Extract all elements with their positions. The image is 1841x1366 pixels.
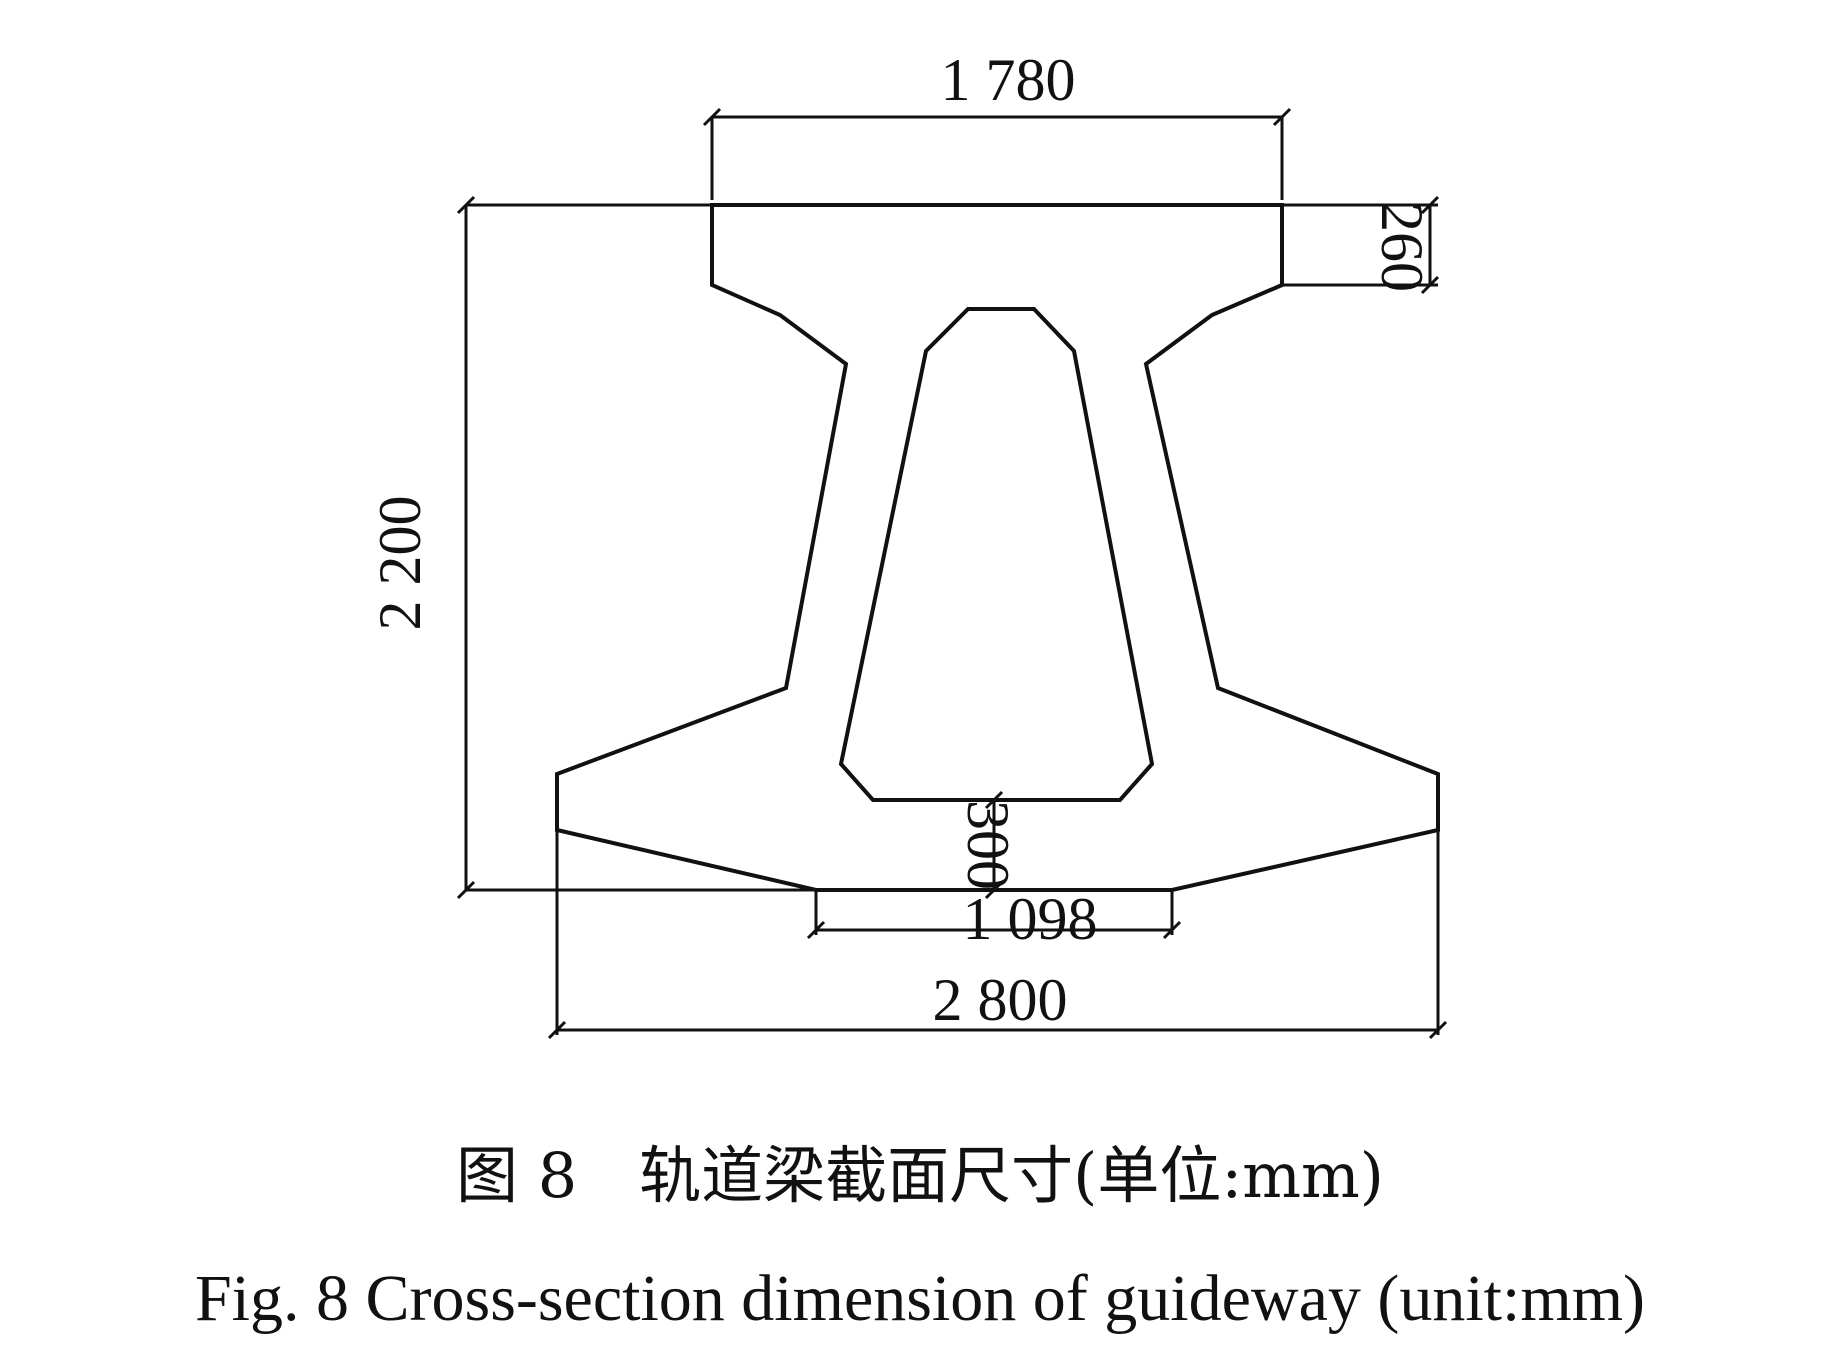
section-inner-void-outline — [838, 307, 1155, 802]
caption-chinese: 图 8 轨道梁截面尺寸(单位:mm) — [456, 1139, 1384, 1212]
total-height-dimension: 2 200 — [367, 195, 816, 900]
bottom-slab-thickness-dimension: 300 — [955, 790, 1021, 900]
bottom-width-dimension: 1 098 — [806, 886, 1182, 952]
top-flange-thickness-dimension: 260 — [1282, 195, 1440, 295]
top-flange-thickness-label: 260 — [1369, 202, 1435, 292]
bottom-flange-width-dimension: 2 800 — [547, 774, 1448, 1040]
total-height-label: 2 200 — [367, 496, 433, 631]
bottom-slab-thickness-label: 300 — [955, 800, 1021, 890]
bottom-width-label: 1 098 — [963, 886, 1098, 952]
top-flange-width-label: 1 780 — [941, 47, 1076, 113]
top-flange-width-dimension: 1 780 — [702, 47, 1292, 200]
caption-english: Fig. 8 Cross-section dimension of guidew… — [195, 1262, 1645, 1335]
bottom-flange-width-label: 2 800 — [933, 967, 1068, 1033]
